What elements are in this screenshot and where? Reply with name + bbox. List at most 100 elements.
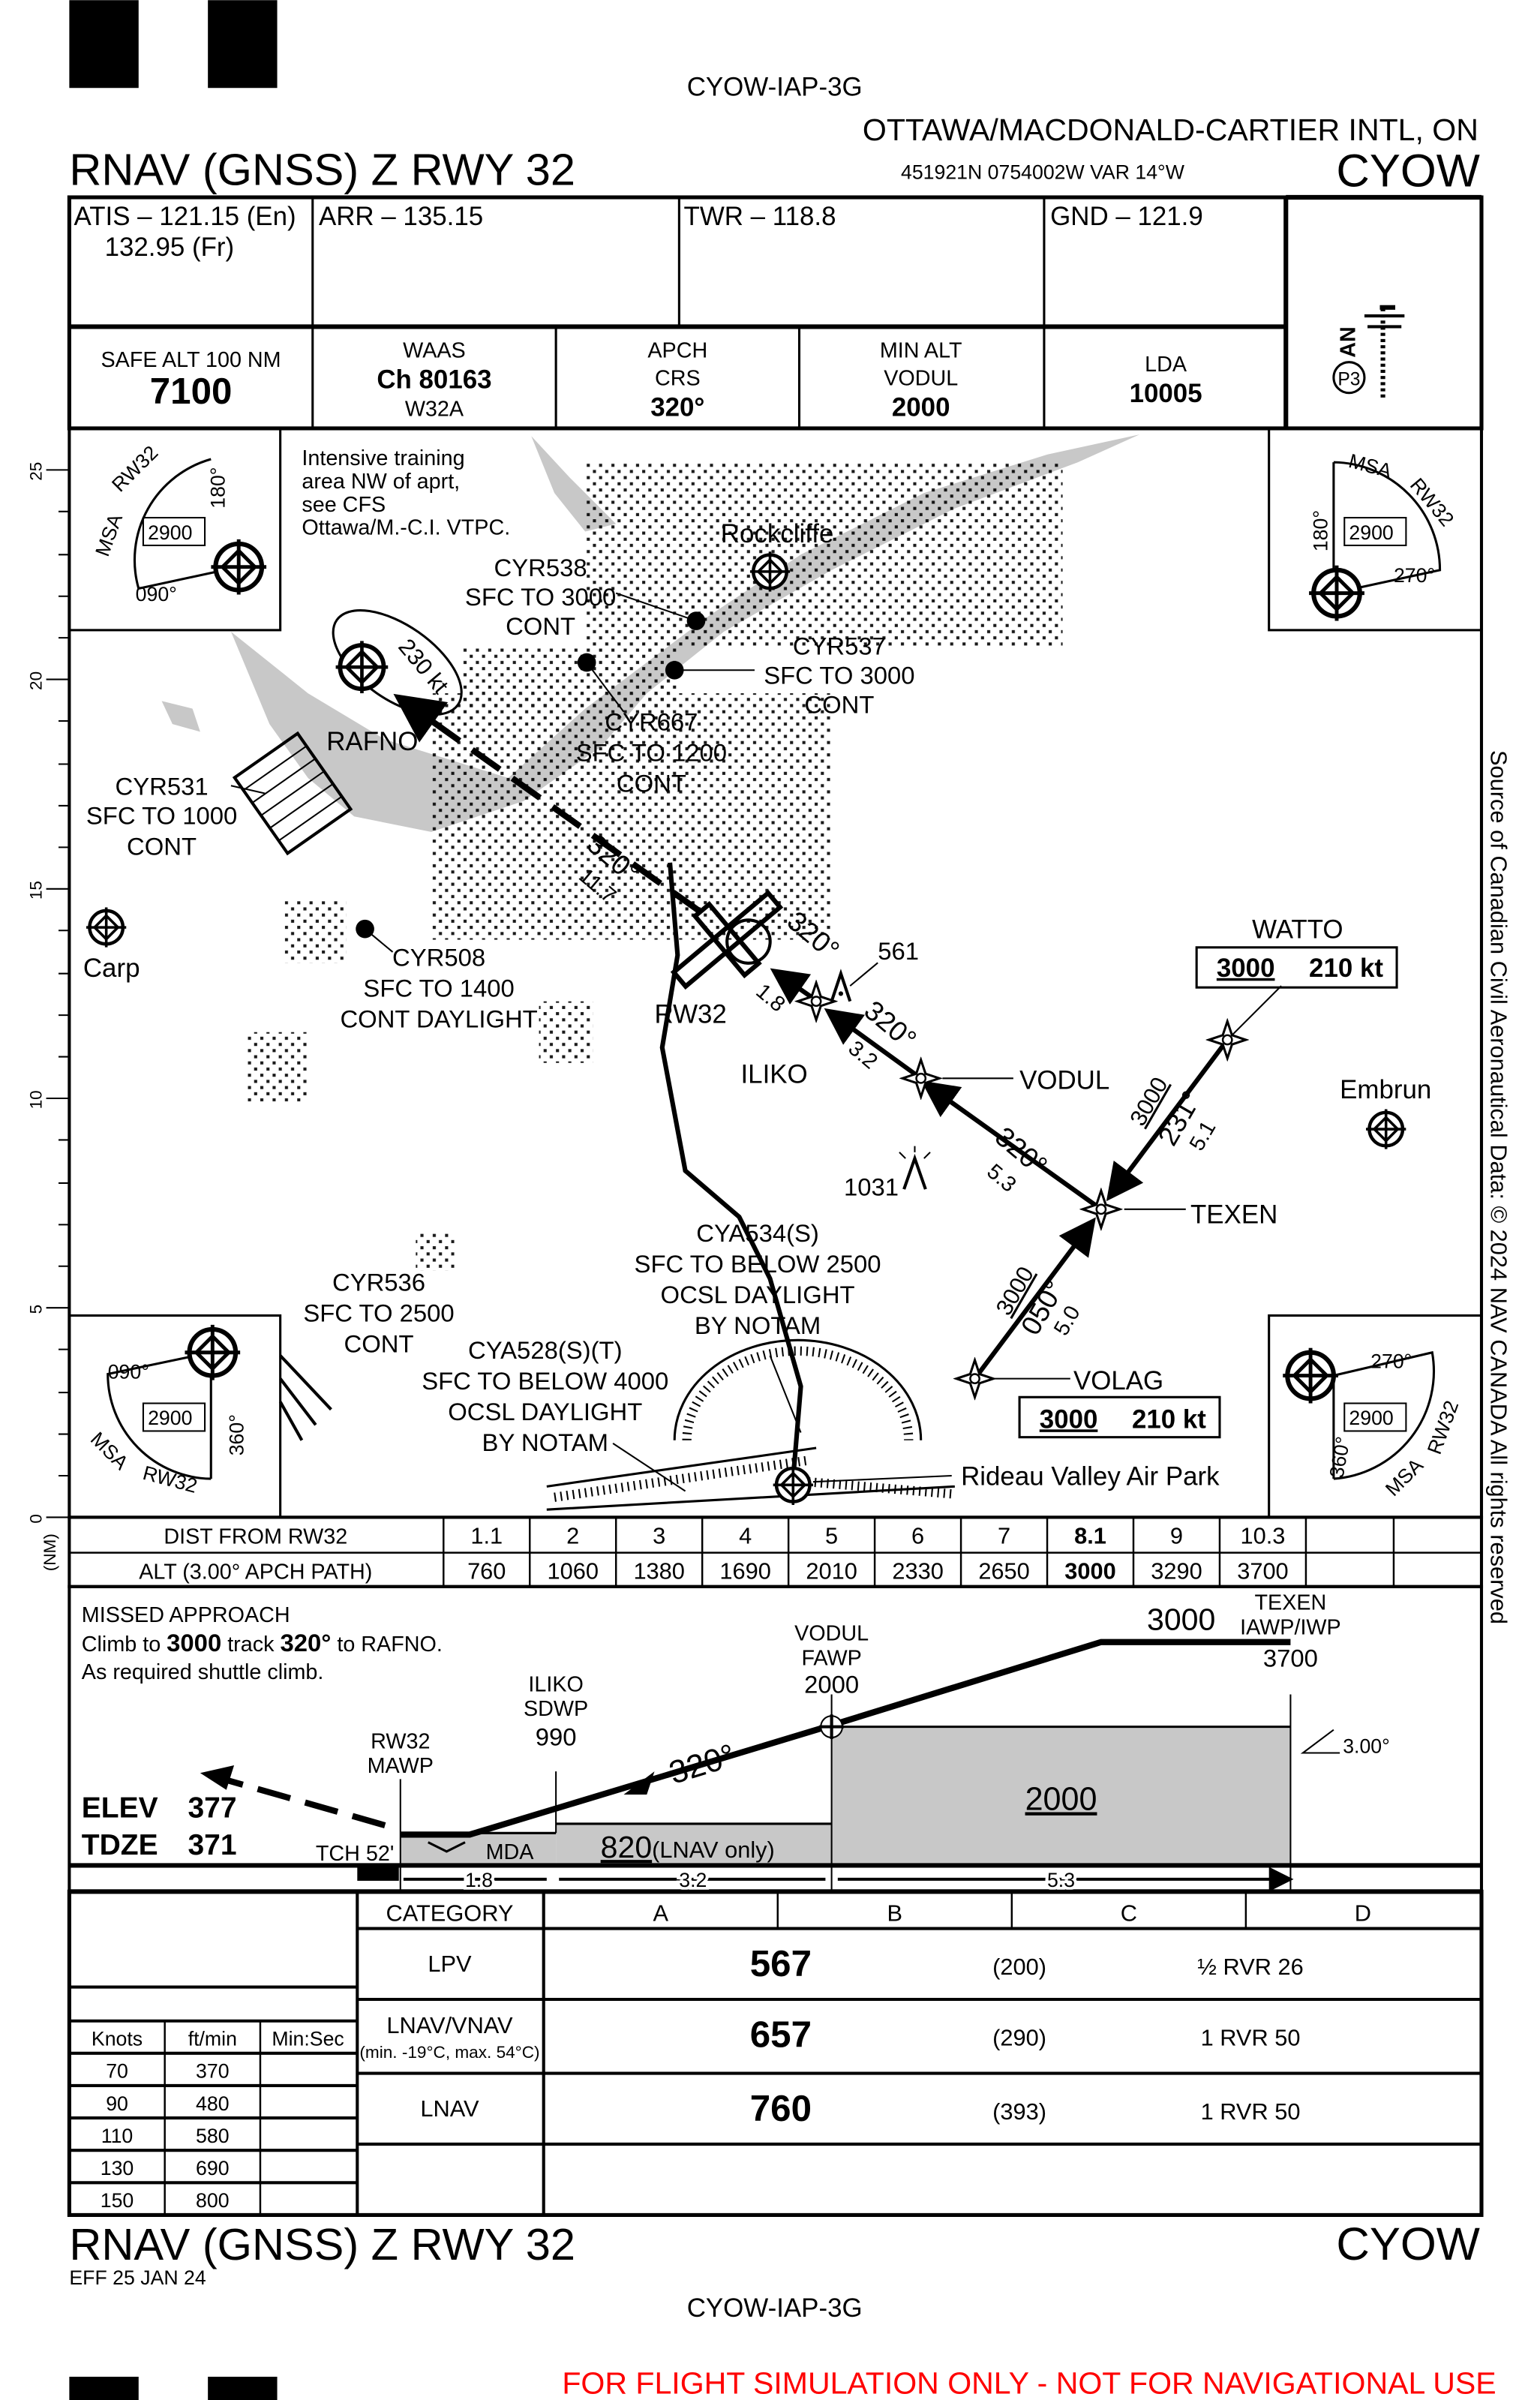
lda-label: LDA xyxy=(1145,353,1187,377)
vodul-label: VODUL xyxy=(1019,1066,1109,1095)
profile-view: MISSED APPROACH Climb to 3000 track 320°… xyxy=(68,1584,1484,1891)
atis-french-frequency[interactable]: 132.95 (Fr) xyxy=(105,233,235,262)
volag-label: VOLAG xyxy=(1073,1366,1163,1395)
iliko-vodul-distance: 3.2 xyxy=(844,1036,882,1074)
airspace-label: SFC TO BELOW 4000 xyxy=(422,1367,668,1395)
iliko-label: ILIKO xyxy=(528,1672,583,1696)
dist-cell: 10.3 xyxy=(1240,1522,1285,1548)
alt-cell: 2330 xyxy=(892,1558,943,1584)
glidepath-angle-icon xyxy=(1300,1729,1340,1754)
tdze-label: TDZE xyxy=(82,1829,158,1861)
airspace-label: CONT xyxy=(127,833,197,861)
built-up-areas xyxy=(246,462,1063,1271)
carp-label: Carp xyxy=(83,954,140,983)
minima-type: LNAV/VNAV xyxy=(386,2012,513,2038)
airspace-cyr508: CYR508 SFC TO 1400 CONT DAYLIGHT xyxy=(340,919,538,1033)
note-line: see CFS xyxy=(302,493,386,517)
step-note: (LNAV only) xyxy=(652,1837,775,1863)
plan-view: 0 5 10 15 20 25 (NM) 2900 MSA RW32 090° … xyxy=(26,426,1484,1571)
alt-cell: 1380 xyxy=(633,1558,684,1584)
minima-decision-altitude: 760 xyxy=(750,2088,812,2129)
airspace-label: SFC TO BELOW 2500 xyxy=(635,1250,881,1278)
msa-altitude: 2900 xyxy=(148,1407,192,1429)
msa-top-left: 2900 MSA RW32 090° 180° xyxy=(68,427,282,632)
msa-bearing: 270° xyxy=(1394,564,1435,587)
step-altitude-2000: 2000 xyxy=(1025,1781,1097,1817)
msa-bearing: 270° xyxy=(1370,1350,1412,1372)
level-altitude: 3000 xyxy=(1147,1602,1215,1636)
minima-height-above-touchdown: (393) xyxy=(992,2098,1046,2125)
scale-tick-20: 20 xyxy=(26,671,45,690)
embrun-airport-icon xyxy=(1366,1109,1406,1149)
tdze-value: 371 xyxy=(188,1829,236,1861)
apch-crs-value: 320° xyxy=(650,393,704,422)
note-line: area NW of aprt, xyxy=(302,470,460,494)
note-line: Intensive training xyxy=(302,446,464,470)
holding-pattern xyxy=(332,609,463,716)
volag-speed: 210 kt xyxy=(1132,1404,1206,1434)
airport-name: OTTAWA/MACDONALD-CARTIER INTL, ON xyxy=(863,113,1478,147)
rideau-airport-icon xyxy=(773,1465,813,1505)
msa-bottom-right: 2900 270° 360° RW32 MSA xyxy=(1268,1314,1483,1518)
atis-frequency[interactable]: ATIS – 121.15 (En) xyxy=(74,202,296,231)
dist-cell: 8.1 xyxy=(1074,1522,1106,1548)
minima-decision-altitude: 657 xyxy=(750,2014,812,2056)
msa-altitude: 2900 xyxy=(1349,1407,1393,1429)
airport-ident: CYOW xyxy=(1336,146,1480,197)
step-altitude: 820 xyxy=(601,1830,653,1864)
msa-bearing: 180° xyxy=(207,467,230,509)
texen-label: TEXEN xyxy=(1255,1591,1327,1615)
airspace-label: OCSL DAYLIGHT xyxy=(448,1398,642,1425)
rafno-waypoint-icon xyxy=(336,641,389,693)
alt-row-label: ALT (3.00° APCH PATH) xyxy=(139,1560,372,1584)
elev-label: ELEV xyxy=(82,1792,158,1825)
iawp-label: IAWP/IWP xyxy=(1240,1615,1341,1639)
apch-label: APCH xyxy=(647,339,707,363)
category-label: CATEGORY xyxy=(386,1900,514,1926)
approach-tracks xyxy=(332,609,1282,1380)
hold-speed: 230 kt xyxy=(393,633,454,698)
alt-cell: 3000 xyxy=(1064,1558,1115,1584)
ground-frequency[interactable]: GND – 121.9 xyxy=(1050,202,1203,231)
rate-cell: 90 xyxy=(106,2092,128,2115)
airspace-label: CYR537 xyxy=(793,632,886,660)
rate-cell: 480 xyxy=(196,2092,230,2115)
category-a: A xyxy=(653,1900,668,1926)
rate-cell: 370 xyxy=(196,2060,230,2083)
airspace-label: SFC TO 3000 xyxy=(465,583,616,611)
alt-cell: 2010 xyxy=(806,1558,857,1584)
approach-lighting-icon xyxy=(1364,305,1405,398)
vodul-altitude: 2000 xyxy=(804,1670,859,1698)
minima-height-above-touchdown: (200) xyxy=(992,1954,1046,1980)
msa-altitude: 2900 xyxy=(148,521,192,544)
airspace-cyr536: CYR536 SFC TO 2500 CONT xyxy=(278,1269,455,1441)
airspace-cyr667: CYR667 SFC TO 1200 CONT xyxy=(576,653,727,797)
scale-tick-5: 5 xyxy=(26,1305,45,1314)
tch-label: TCH 52' xyxy=(316,1842,395,1866)
text: Climb to xyxy=(82,1633,161,1657)
embrun-label: Embrun xyxy=(1340,1075,1431,1104)
missed-approach-instruction: Climb to 3000 track 320° to RAFNO. xyxy=(82,1629,443,1657)
msa-bearing: 180° xyxy=(1310,510,1332,551)
vodul-label: VODUL xyxy=(794,1622,869,1646)
airspace-label: CONT xyxy=(344,1330,414,1358)
msa-bearing: 360° xyxy=(1325,1435,1355,1480)
tower-frequency[interactable]: TWR – 118.8 xyxy=(684,202,836,231)
dist-cell: 7 xyxy=(998,1522,1010,1548)
segment-distance: 1.8 xyxy=(465,1869,493,1891)
footer-chart-id: CYOW-IAP-3G xyxy=(687,2293,863,2323)
airspace-cya528: CYA528(S)(T) SFC TO BELOW 4000 OCSL DAYL… xyxy=(422,1336,686,1492)
missed-approach-path xyxy=(222,1776,386,1828)
category-b: B xyxy=(887,1900,903,1926)
msa-bearing: 360° xyxy=(225,1414,248,1455)
obstacle-elevation: 1031 xyxy=(844,1173,899,1200)
dist-cell: 1.1 xyxy=(470,1522,503,1548)
msa-bearing: 090° xyxy=(108,1361,149,1383)
iliko-label: ILIKO xyxy=(740,1059,807,1089)
comm-frequencies: ATIS – 121.15 (En) 132.95 (Fr) ARR – 135… xyxy=(67,194,1484,431)
scale-tick-15: 15 xyxy=(26,881,45,900)
dist-cell: 9 xyxy=(1170,1522,1183,1548)
rate-cell: 150 xyxy=(101,2189,134,2212)
arrival-frequency[interactable]: ARR – 135.15 xyxy=(319,202,483,231)
